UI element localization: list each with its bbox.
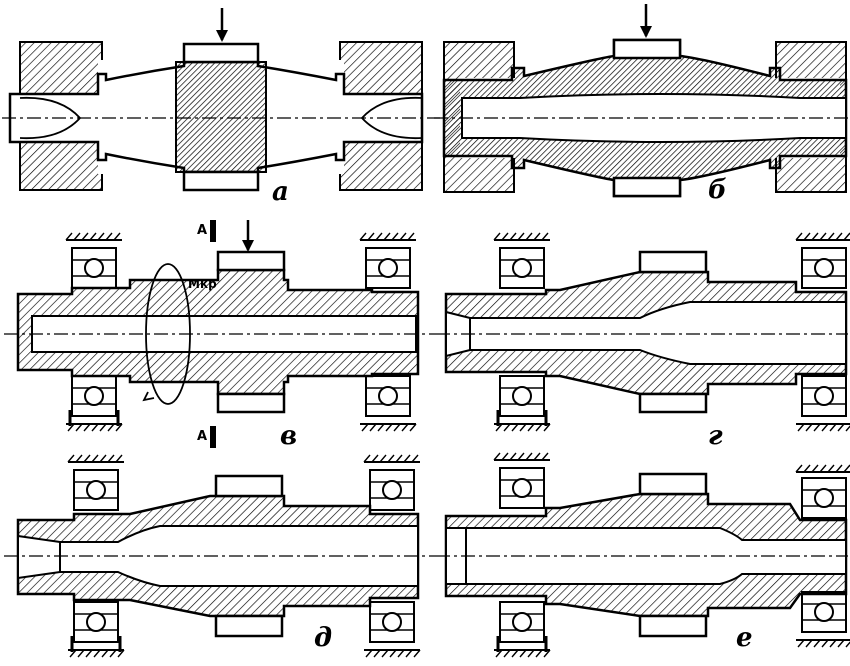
panel-a: а	[2, 8, 440, 207]
label-v: в	[280, 421, 297, 451]
panel-v: Mкр А А в	[4, 220, 436, 451]
label-b: б	[708, 175, 727, 205]
label-a: а	[272, 177, 289, 207]
panel-e: е	[436, 452, 850, 658]
panel-b: б	[434, 4, 848, 205]
panel-d: д	[4, 454, 436, 658]
panel-g: г	[436, 232, 850, 451]
section-mark-top: А	[197, 223, 207, 238]
label-e: е	[736, 623, 753, 653]
label-g: г	[708, 421, 723, 451]
section-mark-bottom: А	[197, 429, 207, 444]
label-d: д	[314, 623, 332, 653]
torque-label: Mкр	[188, 277, 217, 291]
